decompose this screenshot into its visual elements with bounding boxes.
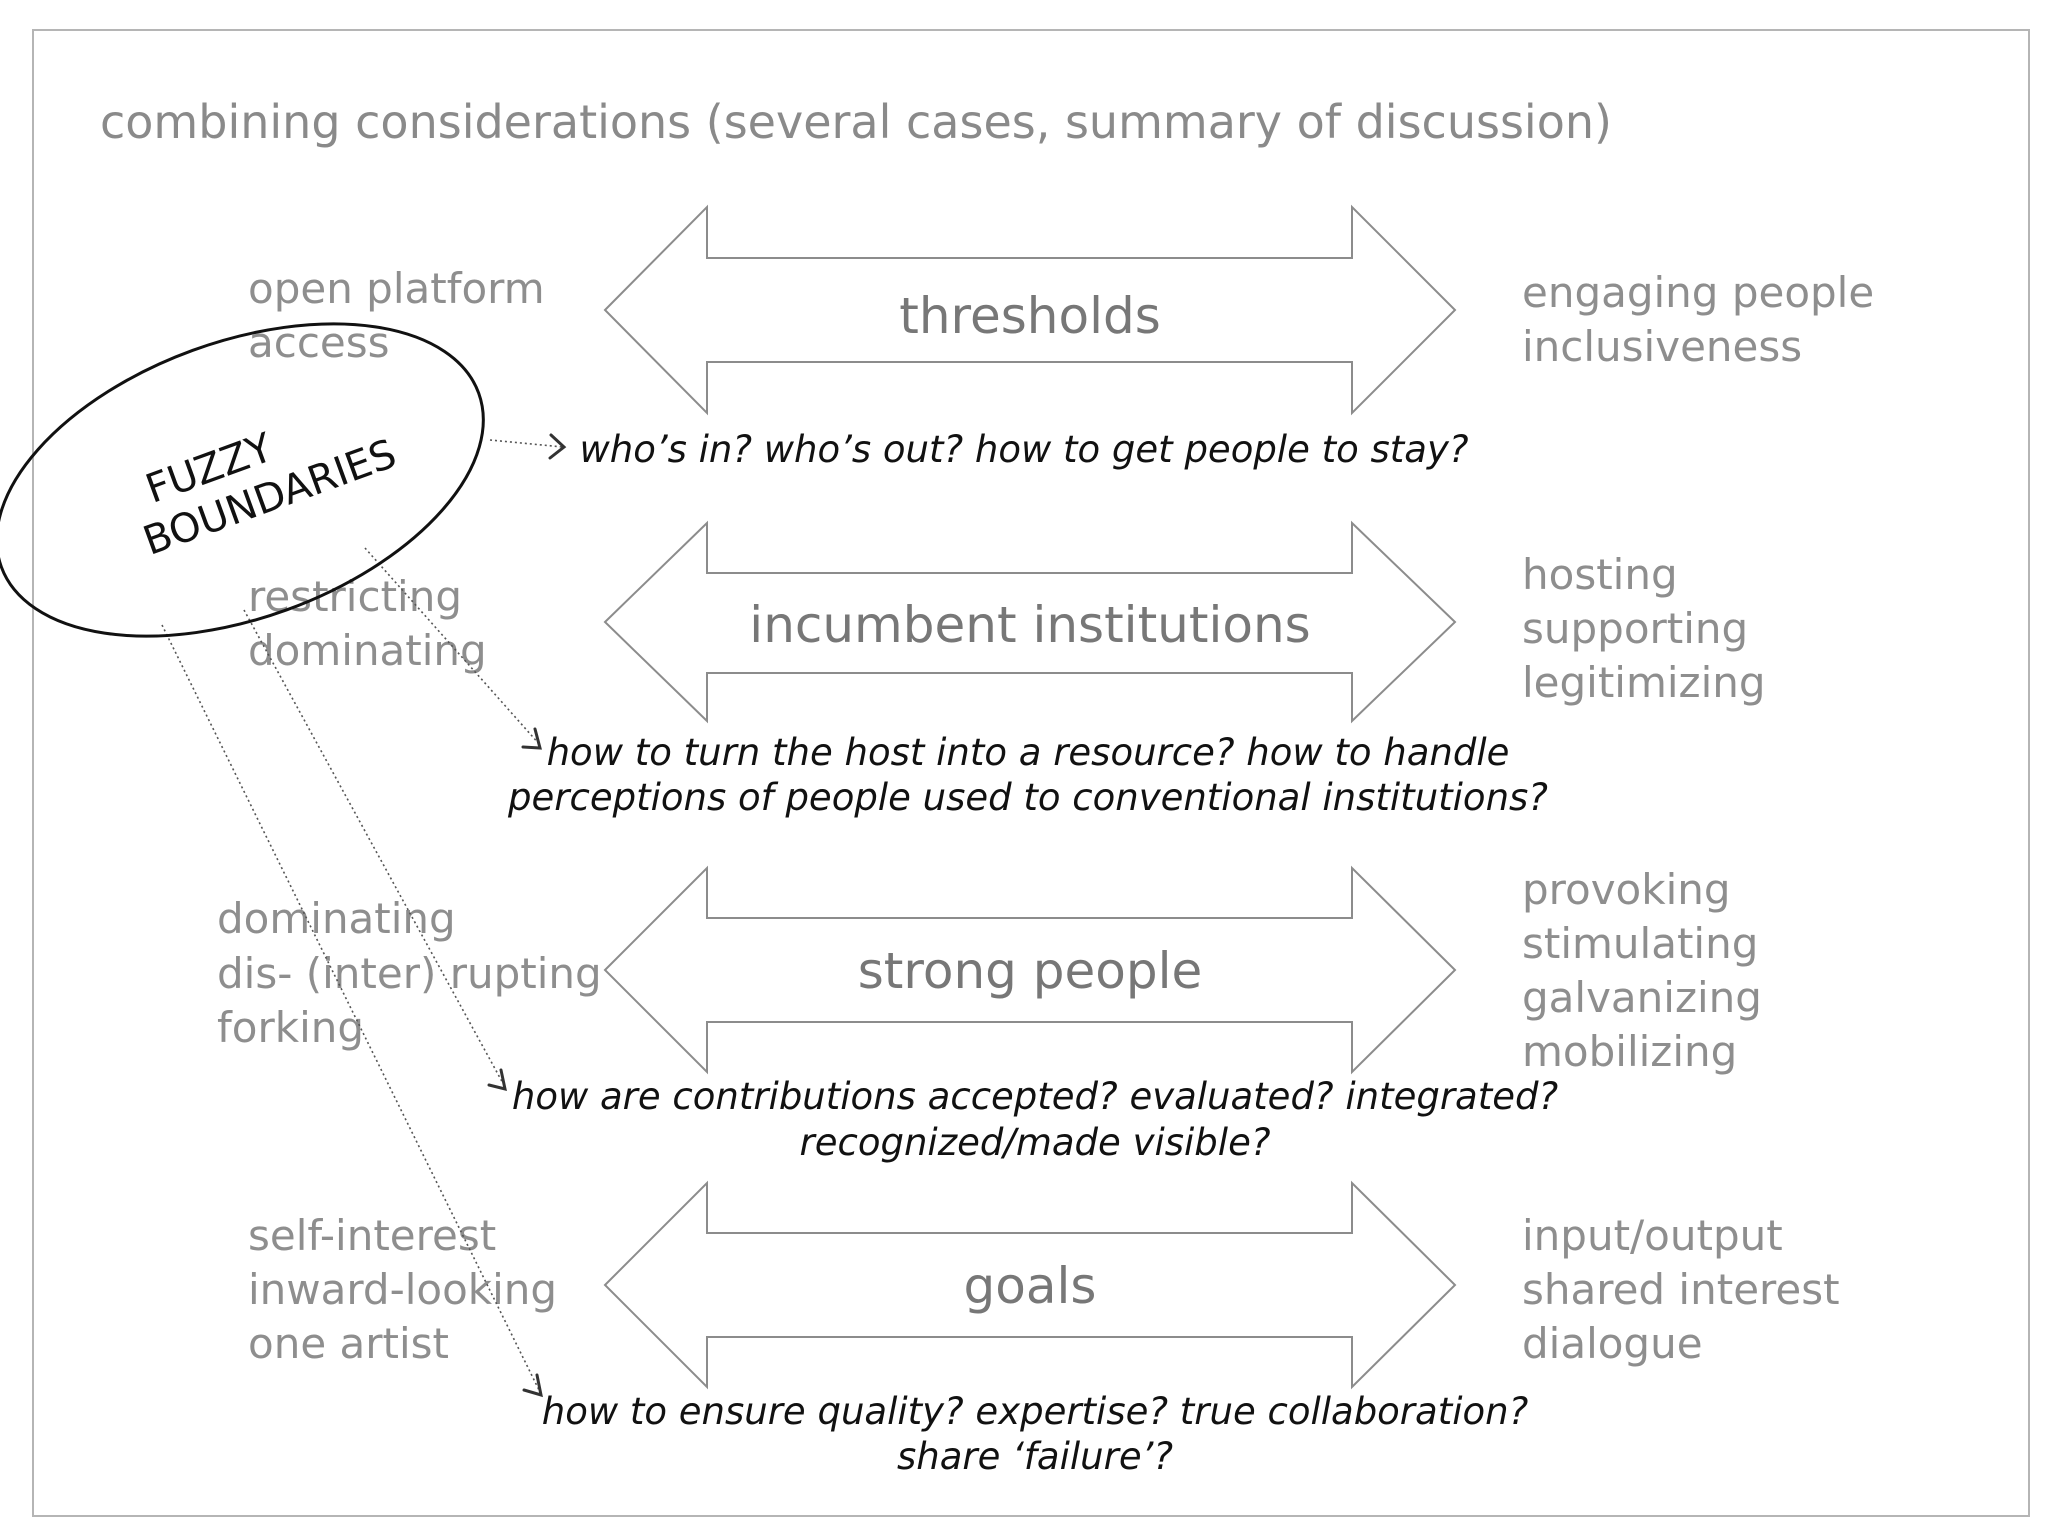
arrow-label-strong-people: strong people [858,942,1203,1000]
right-term-galvanizing: galvanizing [1522,973,1762,1022]
left-term-dominating-2: dominating [217,894,456,943]
arrow-label-goals: goals [964,1257,1097,1315]
arrowhead-institutions [521,727,542,750]
right-term-hosting: hosting [1522,550,1678,599]
question-thresholds: who’s in? who’s out? how to get people t… [579,428,1468,471]
left-term-one-artist: one artist [248,1319,449,1368]
question-goals-line2: share ‘failure’? [897,1435,1173,1478]
arrowhead-goals [522,1373,543,1398]
double-arrow-goals [603,1180,1457,1390]
right-term-mobilizing: mobilizing [1522,1027,1737,1076]
left-term-self-interest: self-interest [248,1211,496,1260]
right-term-shared-interest: shared interest [1522,1265,1840,1314]
connector-to-strong-people-question [243,609,506,1088]
left-term-inward-looking: inward-looking [248,1265,557,1314]
question-strong-people-line1: how are contributions accepted? evaluate… [512,1075,1558,1118]
left-term-forking: forking [217,1003,364,1052]
question-institutions-line2: perceptions of people used to convention… [507,776,1548,819]
double-arrow-incumbent-institutions [603,520,1457,724]
arrow-label-thresholds: thresholds [899,287,1161,345]
right-term-engaging-people: engaging people [1522,268,1874,317]
fuzzy-boundaries-ellipse [0,322,485,638]
connector-to-thresholds-question [489,439,564,448]
right-term-inclusiveness: inclusiveness [1522,322,1802,371]
right-term-input-output: input/output [1522,1211,1783,1260]
right-term-provoking: provoking [1522,865,1731,914]
question-goals-line1: how to ensure quality? expertise? true c… [542,1390,1528,1433]
right-term-dialogue: dialogue [1522,1319,1703,1368]
right-term-supporting: supporting [1522,604,1748,653]
slide-title: combining considerations (several cases,… [100,95,1612,149]
right-term-legitimizing: legitimizing [1522,658,1766,707]
left-term-open-platform: open platform [248,264,545,313]
arrow-label-incumbent-institutions: incumbent institutions [749,596,1310,654]
double-arrow-thresholds [603,204,1457,416]
left-term-dominating: dominating [248,626,487,675]
arrowhead-strong-people [487,1068,507,1092]
right-term-stimulating: stimulating [1522,919,1758,968]
question-institutions-line1: how to turn the host into a resource? ho… [547,731,1510,774]
double-arrow-strong-people [603,865,1457,1075]
arrowhead-thresholds [548,433,567,460]
connector-to-institutions-question [364,547,541,746]
left-term-disrupting: dis- (inter) rupting [217,949,602,998]
question-strong-people-line2: recognized/made visible? [800,1121,1271,1164]
